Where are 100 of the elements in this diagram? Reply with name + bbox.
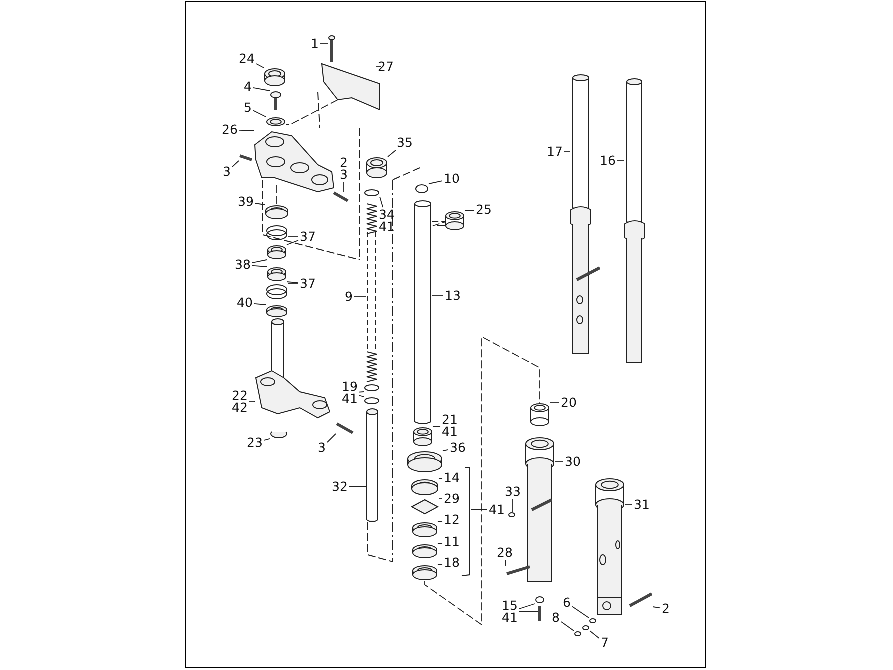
leader-line xyxy=(652,606,661,609)
callout-number: 39 xyxy=(238,196,254,208)
washer-drawing xyxy=(536,596,544,604)
leader-line xyxy=(590,630,600,640)
callout-number: 5 xyxy=(244,102,252,114)
outer-tube-drawing xyxy=(526,438,554,582)
callout-number: 41 xyxy=(489,504,505,516)
callout-number: 21 xyxy=(442,414,458,426)
washer-drawing xyxy=(266,206,288,220)
washer-drawing xyxy=(590,618,596,624)
callout-number: 9 xyxy=(345,291,353,303)
callout-number: 17 xyxy=(547,146,563,158)
seal-drawing xyxy=(412,522,438,538)
callout-number: 6 xyxy=(563,597,571,609)
leader-line xyxy=(255,203,266,206)
washer-drawing xyxy=(412,544,438,558)
leader-line xyxy=(288,236,299,238)
leader-line xyxy=(354,296,366,298)
leader-line xyxy=(254,303,266,306)
callout-number: 41 xyxy=(502,612,518,624)
callout-number: 29 xyxy=(444,493,460,505)
seal-drawing xyxy=(412,480,438,496)
callout-number: 20 xyxy=(561,397,577,409)
leader-line xyxy=(617,160,624,162)
leader-line xyxy=(505,560,506,566)
bolt-drawing xyxy=(240,154,252,162)
outer-tube-drawing xyxy=(596,478,624,616)
bracket-plate-drawing xyxy=(321,63,380,111)
callout-number: 35 xyxy=(397,137,413,149)
o-ring-drawing xyxy=(364,190,380,196)
callout-number: 41 xyxy=(442,426,458,438)
bolt-drawing xyxy=(270,92,282,110)
callout-number: 31 xyxy=(634,499,650,511)
leader-line xyxy=(624,504,633,506)
leader-line xyxy=(512,499,514,512)
callout-number: 33 xyxy=(505,486,521,498)
callout-number: 40 xyxy=(237,297,253,309)
assembly-line xyxy=(286,100,338,126)
callout-number: 2 xyxy=(662,603,670,615)
leader-line xyxy=(550,402,560,404)
callout-number: 4 xyxy=(244,81,252,93)
callout-number: 19 xyxy=(342,381,358,393)
fork-leg-drawing xyxy=(570,74,601,354)
lower-triple-clamp-drawing xyxy=(255,318,331,419)
fork-spring-drawing xyxy=(366,204,378,382)
fork-leg-drawing xyxy=(624,78,646,364)
leader-line xyxy=(252,265,268,268)
leader-line xyxy=(286,240,299,246)
cap-drawing xyxy=(264,68,286,86)
callout-number: 37 xyxy=(300,278,316,290)
leader-line xyxy=(349,486,366,488)
washer-drawing xyxy=(364,384,380,392)
callout-number: 3 xyxy=(223,166,231,178)
bolt-drawing xyxy=(333,192,349,202)
screw-drawing xyxy=(328,36,336,62)
leader-line xyxy=(359,392,364,393)
nut-drawing xyxy=(582,626,590,630)
callout-number: 28 xyxy=(497,547,513,559)
callout-number: 15 xyxy=(502,600,518,612)
leader-line xyxy=(572,606,590,618)
bolt-drawing xyxy=(336,422,354,434)
callout-number: 3 xyxy=(318,442,326,454)
leader-line xyxy=(253,110,266,118)
callout-number: 1 xyxy=(311,38,319,50)
bearing-drawing xyxy=(266,226,288,240)
bracket xyxy=(462,468,470,576)
callout-number: 22 xyxy=(232,390,248,402)
callout-number: 36 xyxy=(450,442,466,454)
fork-tube-drawing xyxy=(414,200,432,424)
cap-bolt-drawing xyxy=(366,158,388,178)
callout-number: 12 xyxy=(444,514,460,526)
callout-number: 42 xyxy=(232,402,248,414)
assembly-line xyxy=(276,184,278,206)
callout-number: 37 xyxy=(300,231,316,243)
washer-drawing xyxy=(364,398,380,404)
bushing-drawing xyxy=(530,404,550,426)
leader-line xyxy=(438,542,443,544)
callout-number: 32 xyxy=(332,481,348,493)
callout-number: 30 xyxy=(565,456,581,468)
upper-triple-clamp-drawing xyxy=(254,131,335,193)
leader-line xyxy=(438,498,443,500)
callout-number: 41 xyxy=(342,393,358,405)
leader-line xyxy=(442,449,449,452)
callout-number: 26 xyxy=(222,124,238,136)
leader-line xyxy=(359,395,364,398)
leader-line xyxy=(239,130,254,132)
callout-number: 7 xyxy=(601,637,609,649)
dust-seal-drawing xyxy=(408,452,442,472)
leader-line xyxy=(438,564,443,566)
bolt-drawing xyxy=(629,592,653,608)
bolt-drawing xyxy=(538,606,542,621)
assembly-line xyxy=(432,222,446,226)
nut-drawing xyxy=(574,632,582,636)
clip-drawing xyxy=(412,566,438,580)
callout-number: 14 xyxy=(444,472,460,484)
callout-number: 23 xyxy=(247,437,263,449)
bushing-drawing xyxy=(414,428,432,446)
callout-number: 3 xyxy=(340,169,348,181)
leader-line xyxy=(327,434,336,443)
callout-number: 27 xyxy=(378,61,394,73)
